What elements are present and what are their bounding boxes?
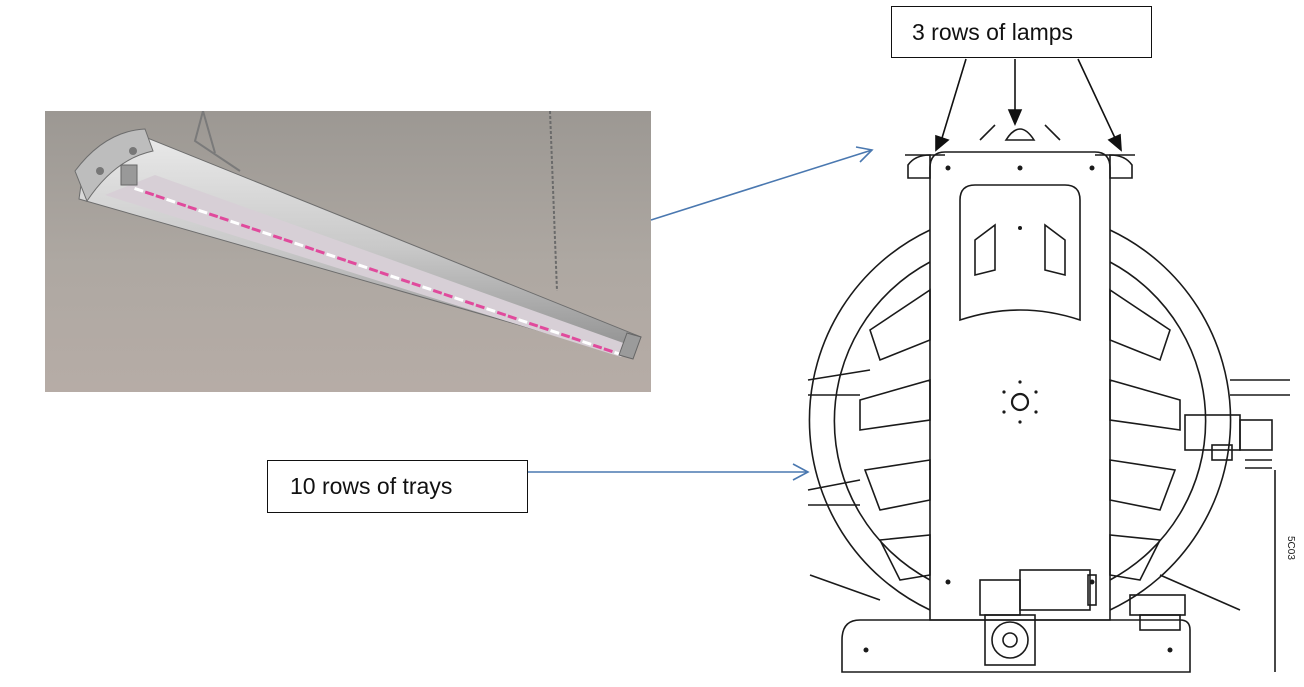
led-chip: [187, 205, 197, 211]
led-chip: [443, 292, 453, 299]
trays-callout-text: 10 rows of trays: [290, 473, 453, 499]
led-chip: [432, 289, 443, 295]
led-chip: [294, 241, 304, 248]
led-chip: [336, 256, 347, 262]
led-chip: [411, 281, 421, 288]
lamps-callout-text: 3 rows of lamps: [912, 18, 1074, 45]
led-chip: [208, 212, 219, 219]
led-chip: [219, 216, 229, 222]
led-chip: [571, 336, 581, 343]
led-chip: [240, 223, 251, 230]
led-chip: [272, 234, 283, 241]
led-chip: [230, 219, 240, 226]
led-chip: [166, 197, 176, 204]
led-chip: [454, 296, 464, 302]
led-chip: [582, 340, 592, 346]
led-chip: [358, 263, 368, 270]
led-chip: [326, 252, 336, 259]
trays-callout: 10 rows of trays: [267, 460, 528, 513]
led-chip: [560, 332, 571, 339]
led-chip: [347, 259, 357, 266]
led-chip: [368, 267, 379, 273]
led-chip: [528, 321, 539, 328]
led-chip: [496, 310, 507, 317]
led-chip: [251, 227, 261, 233]
led-chip: [379, 270, 389, 277]
lamp-pointer-arrows: [935, 58, 1122, 152]
led-chip: [390, 274, 400, 281]
led-chip: [144, 190, 155, 197]
led-strip: [134, 187, 624, 357]
led-chip: [603, 347, 613, 353]
led-lamp-photo: [45, 111, 651, 392]
led-chip: [550, 329, 560, 335]
led-chip: [539, 325, 549, 332]
led-chip: [315, 248, 325, 255]
led-chip: [198, 208, 208, 215]
led-chip: [592, 343, 603, 350]
led-chip: [304, 245, 315, 251]
lamps-callout: 3 rows of lamps: [891, 6, 1152, 58]
led-chip: [155, 194, 165, 200]
led-chip: [262, 230, 272, 237]
drawing-margin-text: 5C03: [1285, 536, 1296, 560]
led-chip: [507, 314, 517, 321]
connector-arrows: [528, 146, 874, 481]
led-chip: [422, 285, 432, 292]
led-chip: [176, 201, 187, 208]
rotating-rack-technical-drawing-icon: [807, 124, 1290, 673]
led-chip: [518, 318, 528, 324]
led-chip: [475, 303, 485, 310]
led-chip: [134, 187, 144, 193]
led-chip: [486, 307, 496, 313]
led-chip: [464, 299, 475, 306]
led-chip: [283, 238, 293, 244]
led-chip: [400, 278, 411, 284]
led-grow-lamp-photo-icon: [74, 111, 642, 360]
